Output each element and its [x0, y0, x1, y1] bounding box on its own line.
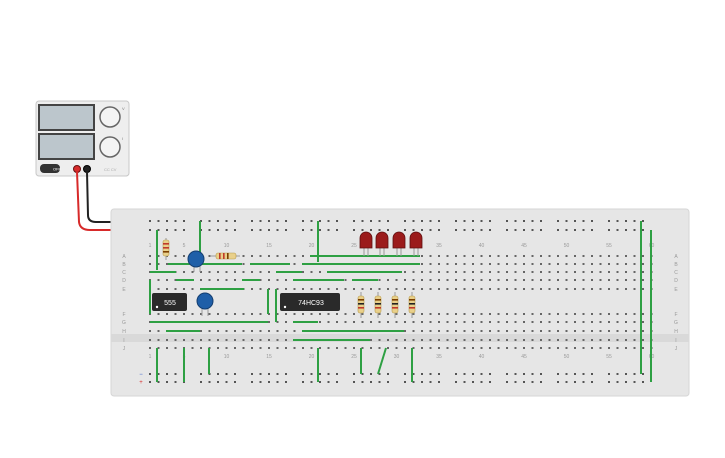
column-number: 15: [266, 354, 272, 360]
resistor-vertical[interactable]: [162, 238, 170, 260]
row-letter: A: [674, 254, 678, 260]
column-number: 5: [183, 243, 186, 249]
resistor[interactable]: [391, 292, 399, 318]
capacitor[interactable]: [196, 292, 214, 316]
led[interactable]: [392, 231, 406, 256]
jumper-wires[interactable]: [149, 221, 652, 382]
power-button-label: OFF: [53, 167, 62, 172]
chip-555[interactable]: 555: [152, 293, 187, 311]
led[interactable]: [359, 231, 373, 256]
resistor-horizontal[interactable]: [210, 252, 240, 260]
rail-symbol: −: [139, 372, 143, 378]
column-number: 40: [479, 243, 485, 249]
negative-terminal[interactable]: [83, 165, 91, 173]
row-letter: H: [122, 329, 126, 335]
resistor[interactable]: [374, 292, 382, 318]
voltage-knob[interactable]: [99, 106, 121, 128]
led-group[interactable]: [359, 231, 423, 256]
column-number: 1: [149, 354, 152, 360]
current-knob[interactable]: [99, 136, 121, 158]
row-letter: J: [123, 346, 126, 352]
column-number: 35: [436, 354, 442, 360]
resistor-group[interactable]: [357, 292, 416, 318]
led[interactable]: [409, 231, 423, 256]
chip-555-label: 555: [164, 300, 176, 307]
row-letter: H: [674, 329, 678, 335]
voltage-display: [38, 104, 95, 131]
row-letter: D: [674, 278, 678, 284]
row-letter: J: [675, 346, 678, 352]
row-letter: I: [123, 338, 124, 344]
power-supply[interactable]: V I OFF CC CV: [35, 100, 130, 177]
center-channel: [111, 334, 689, 342]
column-number: 20: [309, 243, 315, 249]
row-letter: B: [674, 262, 678, 268]
column-number: 15: [266, 243, 272, 249]
current-display: [38, 133, 95, 160]
resistor[interactable]: [357, 292, 365, 318]
row-letter: G: [674, 320, 678, 326]
column-number: 25: [351, 354, 357, 360]
row-letter: F: [122, 312, 125, 318]
current-knob-label: I: [122, 136, 123, 141]
breadboard[interactable]: [110, 208, 690, 397]
column-number: 50: [564, 243, 570, 249]
chip-74hc93-label: 74HC93: [298, 300, 324, 307]
jumper-wire: [377, 347, 387, 375]
column-number: 10: [224, 243, 230, 249]
led[interactable]: [375, 231, 389, 256]
column-number: 50: [564, 354, 570, 360]
column-number: 1: [149, 243, 152, 249]
column-number: 55: [606, 243, 612, 249]
column-number: 40: [479, 354, 485, 360]
capacitor[interactable]: [187, 250, 205, 272]
row-letter: G: [122, 320, 126, 326]
voltage-knob-label: V: [122, 106, 125, 111]
column-number: 45: [521, 243, 527, 249]
rail-symbol: +: [139, 380, 143, 386]
column-number: 35: [436, 243, 442, 249]
black-supply-wire[interactable]: [86, 171, 150, 223]
column-number: 25: [351, 243, 357, 249]
row-letter: B: [122, 262, 126, 268]
row-letter: E: [674, 287, 678, 293]
red-supply-wire[interactable]: [76, 171, 150, 231]
chip-74hc93[interactable]: 74HC93: [280, 293, 340, 311]
column-number: 55: [606, 354, 612, 360]
row-letter: C: [122, 270, 126, 276]
row-letter: D: [122, 278, 126, 284]
column-number: 20: [309, 354, 315, 360]
column-number: 30: [394, 354, 400, 360]
brand-text: CC CV: [104, 167, 117, 172]
resistor[interactable]: [408, 292, 416, 318]
row-letter: I: [675, 338, 676, 344]
row-letter: A: [122, 254, 126, 260]
column-number: 45: [521, 354, 527, 360]
column-number: 10: [224, 354, 230, 360]
row-letter: E: [122, 287, 126, 293]
power-button[interactable]: [40, 164, 60, 173]
positive-terminal[interactable]: [73, 165, 81, 173]
row-letter: C: [674, 270, 678, 276]
row-letter: F: [674, 312, 677, 318]
